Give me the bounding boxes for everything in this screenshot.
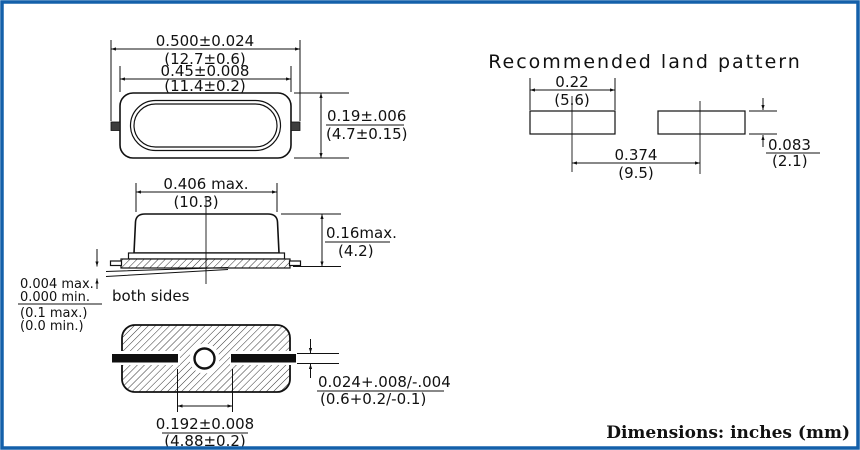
center-hole — [193, 347, 216, 370]
lead-spacing-mm: (4.88±0.2) — [164, 432, 246, 450]
land-pattern-title: Recommended land pattern — [488, 51, 802, 73]
standoff-mm-min: (0.0 min.) — [20, 319, 84, 334]
right-lead-top-view — [290, 121, 301, 131]
bottom-view: 0.192±0.008 (4.88±0.2) 0.024+.008/-.004 … — [111, 324, 451, 450]
right-lead-bottom-view — [231, 354, 296, 363]
base-rim — [127, 252, 286, 260]
top-view: 0.500±0.024 (12.7±0.6) 0.45±0.008 (11.4±… — [110, 32, 408, 159]
body-height-mm: (4.2) — [338, 242, 374, 260]
crystal-body-inner-ring-inner — [133, 103, 278, 148]
pad-width-extension-lines — [529, 78, 616, 110]
pad-pitch-mm: (9.5) — [618, 164, 654, 182]
pad-pitch-inches: 0.374 — [615, 146, 658, 164]
body-height-extension-lines — [281, 213, 341, 267]
overall-width-extension-lines — [110, 40, 301, 121]
left-lead-side-view — [109, 260, 123, 267]
lead-coplanarity-lines — [105, 267, 229, 277]
left-pad — [529, 110, 616, 135]
body-height-inches: 0.16max. — [326, 224, 397, 242]
body-length-mm: (10.3) — [173, 193, 218, 211]
overall-width-inches: 0.500±0.024 — [156, 32, 254, 50]
lead-thickness-mm: (0.6+0.2/-0.1) — [320, 390, 426, 408]
body-length-inches: 0.406 max. — [163, 175, 248, 193]
metal-can-outline — [133, 213, 280, 254]
body-depth-mm: (4.7±0.15) — [326, 125, 408, 143]
body-depth-inches: 0.19±.006 — [327, 107, 406, 125]
standoff-inches-min: 0.000 min. — [20, 290, 90, 305]
overall-width-mm: (12.7±0.6) — [164, 50, 246, 68]
body-width-inches: 0.45±0.008 — [161, 62, 250, 80]
left-lead-bottom-view — [112, 354, 178, 363]
pad-height-inches: 0.083 — [768, 136, 811, 154]
pad-height-extension-lines — [749, 110, 777, 135]
right-lead-side-view — [288, 260, 302, 267]
lead-spacing-inches: 0.192±0.008 — [156, 415, 254, 433]
pad-width-inches: 0.22 — [555, 73, 588, 91]
dimensions-units-note: Dimensions: inches (mm) — [606, 423, 850, 443]
both-sides-note: both sides — [112, 287, 190, 305]
lead-thickness-extension-lines — [297, 353, 339, 364]
standoff-inches-max: 0.004 max. — [20, 277, 94, 292]
right-pad — [657, 110, 746, 135]
left-lead-top-view — [110, 121, 121, 131]
base-plate-hatched — [120, 258, 291, 269]
standoff-mm-max: (0.1 max.) — [20, 306, 87, 321]
lead-thickness-inches: 0.024+.008/-.004 — [318, 373, 451, 391]
side-view: 0.406 max. (10.3) 0.004 max. 0.000 min. … — [18, 175, 397, 334]
body-width-mm: (11.4±0.2) — [164, 77, 246, 95]
pad-height-mm: (2.1) — [772, 152, 808, 170]
land-pattern: Recommended land pattern 0.22 (5.6) 0.37… — [488, 51, 820, 182]
body-length-extension-lines — [135, 183, 278, 212]
